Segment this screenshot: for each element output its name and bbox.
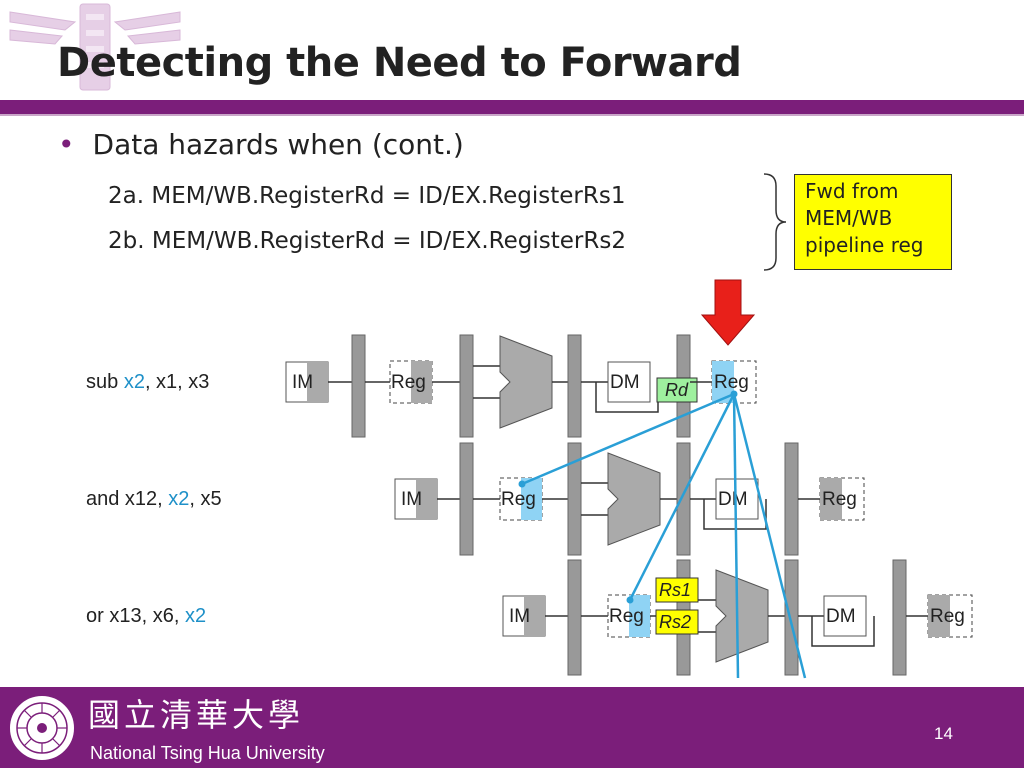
instr-op: and [86, 488, 120, 510]
rs2-tag-label: Rs2 [659, 612, 691, 632]
dm-stage: DM [715, 478, 759, 520]
reg-label: Reg [609, 606, 644, 627]
pipeline-register-bar [459, 442, 474, 556]
reg-read-stage-highlighted: Reg [607, 594, 651, 638]
instr-reg-x2: x2 [123, 371, 145, 393]
condition-2a: 2a. MEM/WB.RegisterRd = ID/EX.RegisterRs… [108, 183, 626, 209]
im-stage: IM [394, 478, 438, 520]
red-down-arrow-icon [700, 279, 756, 346]
alu-shape [499, 335, 553, 429]
instr-op: sub [86, 371, 119, 393]
bullet-dot-icon: • [58, 128, 75, 161]
reg-read-stage-highlighted: Reg [499, 477, 543, 521]
pipeline-register-bar [892, 559, 907, 676]
rs2-tag [655, 609, 699, 635]
instr-op: or [86, 605, 104, 627]
pipeline-register-bar [784, 559, 799, 676]
alu-shape [607, 452, 661, 546]
rd-tag-label: Rd [665, 380, 689, 400]
title-underline-bar [0, 100, 1024, 114]
im-label: IM [401, 489, 422, 510]
im-label: IM [509, 606, 530, 627]
reg-write-stage: Reg [819, 477, 865, 521]
instr-arg: x13, x6, [103, 605, 185, 627]
instr-arg: x12, [119, 488, 169, 510]
reg-write-stage: Reg [927, 594, 973, 638]
rs1-tag [655, 577, 699, 603]
fwd-from-memwb-callout: Fwd from MEM/WB pipeline reg [794, 174, 952, 270]
im-label: IM [292, 372, 313, 393]
pipeline-register-bar [567, 559, 582, 676]
fwd-box-line-3: pipeline reg [805, 233, 924, 257]
instr-arg: , x5 [189, 488, 222, 510]
reg-label: Reg [930, 606, 965, 627]
university-seal-icon [8, 694, 76, 762]
right-brace-icon [763, 173, 787, 271]
fwd-box-line-1: Fwd from [805, 179, 899, 203]
fwd-line-down-1 [732, 393, 740, 679]
page-number: 14 [934, 724, 953, 743]
instruction-or: or x13, x6, x2 [86, 605, 206, 628]
dm-stage: DM [823, 595, 867, 637]
fwd-line-down-2 [732, 393, 807, 679]
footer-bar [0, 687, 1024, 768]
pipeline-row-sub: IM Reg DM Rd Reg [285, 334, 757, 438]
pipeline-register-bar [567, 334, 582, 438]
instr-reg-x2: x2 [184, 605, 207, 627]
reg-read-stage: Reg [389, 360, 433, 404]
pipeline-row-or: IM Reg Rs1 Rs2 DM Reg [502, 559, 973, 676]
chinese-name-text: 國立清華大學 [88, 696, 304, 734]
pipeline-register-bar [676, 442, 691, 556]
pipeline-register-bar [567, 442, 582, 556]
dm-label: DM [826, 606, 856, 627]
reg-label: Reg [501, 489, 536, 510]
bullet-text: Data hazards when (cont.) [92, 128, 464, 161]
dm-stage: DM [607, 361, 651, 403]
reg-label: Reg [391, 372, 426, 393]
title-underline-thin [0, 114, 1024, 116]
instruction-sub: sub x2, x1, x3 [86, 371, 209, 394]
im-stage: IM [502, 595, 546, 637]
fwd-box-line-2: MEM/WB [805, 206, 893, 230]
pipeline-register-bar [351, 334, 366, 438]
university-name: National Tsing Hua University [90, 743, 325, 763]
condition-2b: 2b. MEM/WB.RegisterRd = ID/EX.RegisterRs… [108, 228, 626, 254]
rs1-tag-label: Rs1 [659, 580, 691, 600]
dm-label: DM [610, 372, 640, 393]
alu-shape [715, 569, 769, 663]
reg-label: Reg [822, 489, 857, 510]
pipeline-row-and: IM Reg DM Reg [394, 442, 865, 556]
chinese-university-name-logo: 國立清華大學 [88, 696, 304, 734]
instr-reg-x2: x2 [168, 488, 190, 510]
university-logo-watermark [9, 3, 181, 91]
fwd-line-to-or-reg [628, 393, 736, 601]
dm-label: DM [718, 489, 748, 510]
pipeline-diagram: IM Reg DM Rd Reg [285, 279, 973, 679]
instr-arg: , x1, x3 [144, 371, 210, 393]
forwarding-lines [521, 392, 807, 679]
instruction-and: and x12, x2, x5 [86, 488, 222, 511]
pipeline-register-bar [784, 442, 799, 556]
im-stage: IM [285, 361, 329, 403]
slide-title: Detecting the Need to Forward [57, 40, 742, 86]
fwd-line-to-and-reg [521, 392, 735, 486]
pipeline-register-bar [459, 334, 474, 438]
bullet-item: • Data hazards when (cont.) [58, 128, 464, 161]
reg-label: Reg [714, 372, 749, 393]
